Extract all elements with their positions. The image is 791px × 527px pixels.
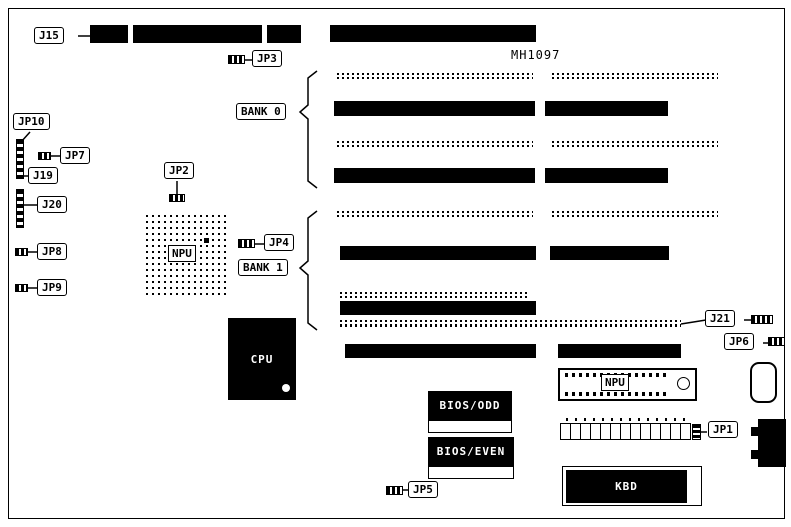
label-jp7: JP7 bbox=[60, 147, 90, 164]
bios-odd-label: BIOS/ODD bbox=[439, 399, 501, 412]
board-model-text: MH1097 bbox=[511, 48, 561, 62]
jp6-jumper-icon bbox=[768, 337, 785, 346]
label-jp1: JP1 bbox=[708, 421, 738, 438]
label-jp6: JP6 bbox=[724, 333, 754, 350]
simm-slot bbox=[550, 246, 669, 260]
cpu-pin1-dot bbox=[282, 384, 290, 392]
jp2-jumper-icon bbox=[169, 194, 185, 202]
simm-pin-row bbox=[552, 141, 718, 147]
jp5-jumper-icon bbox=[386, 486, 403, 495]
din-connector-outline bbox=[750, 362, 777, 403]
simm-slot bbox=[345, 344, 536, 358]
label-jp10: JP10 bbox=[13, 113, 50, 130]
label-j20: J20 bbox=[37, 196, 67, 213]
label-bank0: BANK 0 bbox=[236, 103, 286, 120]
bios-odd-chip: BIOS/ODD bbox=[428, 391, 512, 420]
slot-divider bbox=[262, 25, 267, 43]
label-jp8: JP8 bbox=[37, 243, 67, 260]
label-j19: J19 bbox=[28, 167, 58, 184]
edge-connector-slot bbox=[330, 25, 536, 42]
label-npu-socket: NPU bbox=[168, 245, 196, 262]
edge-connector-slot bbox=[90, 25, 301, 43]
label-jp2: JP2 bbox=[164, 162, 194, 179]
slot-divider bbox=[128, 25, 133, 43]
simm-pin-row bbox=[337, 211, 533, 217]
simm-slot bbox=[545, 101, 668, 116]
simm-pin-row bbox=[552, 73, 718, 79]
simm-pin-row bbox=[337, 141, 533, 147]
simm-slot bbox=[334, 101, 535, 116]
label-j15: J15 bbox=[34, 27, 64, 44]
label-bank1: BANK 1 bbox=[238, 259, 288, 276]
simm-pin-row bbox=[552, 211, 718, 217]
jp9-jumper-icon bbox=[15, 284, 28, 292]
jp8-jumper-icon bbox=[15, 248, 28, 256]
diagram-border bbox=[8, 8, 785, 519]
keyboard-connector bbox=[758, 419, 786, 467]
kbd-chip: KBD bbox=[566, 470, 687, 503]
label-jp5: JP5 bbox=[408, 481, 438, 498]
label-jp3: JP3 bbox=[252, 50, 282, 67]
j21-pin-row bbox=[340, 320, 681, 327]
bios-even-socket bbox=[428, 466, 514, 479]
dip-pin-row-bottom bbox=[565, 392, 669, 396]
label-jp9: JP9 bbox=[37, 279, 67, 296]
bios-even-chip: BIOS/EVEN bbox=[428, 437, 514, 466]
keyboard-connector-tab bbox=[751, 427, 759, 436]
power-header bbox=[560, 418, 692, 444]
jp3-jumper-icon bbox=[228, 55, 245, 64]
kbd-label: KBD bbox=[615, 480, 638, 493]
simm-slot bbox=[340, 301, 536, 315]
jp1-jumper-icon bbox=[692, 424, 701, 440]
j20-header-strip bbox=[16, 189, 24, 228]
header-pin-squares bbox=[560, 423, 691, 440]
simm-slot bbox=[558, 344, 681, 358]
cpu-label: CPU bbox=[250, 352, 274, 366]
bios-even-label: BIOS/EVEN bbox=[436, 445, 506, 458]
simm-pin-row bbox=[340, 292, 530, 298]
cpu-chip: CPU bbox=[228, 318, 296, 400]
simm-pin-row bbox=[337, 73, 533, 79]
label-npu-chip: NPU bbox=[601, 374, 629, 391]
keyboard-connector-tab bbox=[751, 450, 759, 459]
simm-slot bbox=[545, 168, 668, 183]
label-jp4: JP4 bbox=[264, 234, 294, 251]
bios-odd-socket bbox=[428, 420, 512, 433]
j21-jumper-icon bbox=[751, 315, 773, 324]
label-j21: J21 bbox=[705, 310, 735, 327]
simm-slot bbox=[340, 246, 536, 260]
pin1-marker bbox=[204, 238, 209, 243]
jp7-jumper-icon bbox=[38, 152, 51, 160]
j19-header-strip bbox=[16, 139, 24, 179]
header-pin-dots bbox=[566, 418, 686, 421]
simm-slot bbox=[334, 168, 535, 183]
jp4-jumper-icon bbox=[238, 239, 255, 248]
dip-notch-circle bbox=[677, 377, 690, 390]
